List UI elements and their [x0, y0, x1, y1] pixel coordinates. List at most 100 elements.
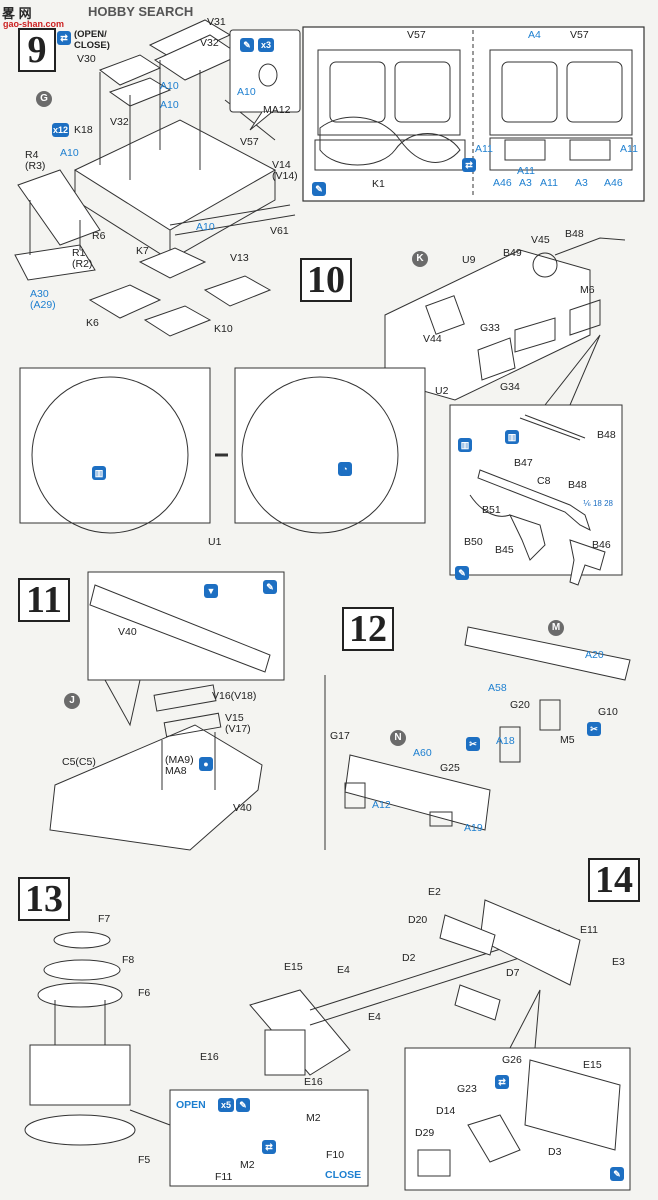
label-a10: A10 — [160, 99, 179, 111]
x5-badge: x5 — [218, 1098, 234, 1112]
label-r4: R4 (R3) — [25, 149, 46, 172]
label-a30: A30 (A29) — [30, 288, 56, 311]
cement-icon: ✎ — [455, 566, 469, 580]
label-m2: M2 — [240, 1159, 255, 1171]
label-e4: E4 — [368, 1011, 381, 1023]
label-v57: V57 — [570, 29, 589, 41]
label-e16: E16 — [200, 1051, 219, 1063]
label-d3: D3 — [548, 1146, 562, 1158]
label-v32: V32 — [110, 116, 129, 128]
label-b45: B45 — [495, 544, 514, 556]
label-a10: A10 — [196, 221, 215, 233]
label-b46: B46 — [592, 539, 611, 551]
label-ma12: MA12 — [263, 104, 291, 116]
label-e15: E15 — [583, 1059, 602, 1071]
label-g26: G26 — [502, 1054, 522, 1066]
x12-badge: x12 — [52, 123, 69, 137]
label-f8: F8 — [122, 954, 135, 966]
label-e3: E3 — [612, 956, 625, 968]
mantlet-detail-drawing — [417, 1059, 621, 1177]
label-a12: A12 — [372, 799, 391, 811]
label-d20: D20 — [408, 914, 428, 926]
cement-icon: ✎ — [312, 182, 326, 196]
label-a18: A18 — [496, 735, 515, 747]
label-d29: D29 — [415, 1127, 435, 1139]
assembly-m-badge: M — [548, 620, 564, 636]
label-v57: V57 — [240, 136, 259, 148]
label-r1: R1 (R2) — [72, 247, 93, 270]
label-g20: G20 — [510, 699, 530, 711]
label-m5: M5 — [560, 734, 575, 746]
label-a11: A11 — [540, 177, 558, 189]
label-g25: G25 — [440, 762, 460, 774]
label-v44: V44 — [423, 333, 442, 345]
remove-icon: ✂ — [587, 722, 601, 736]
label-f5: F5 — [138, 1154, 151, 1166]
label-v61: V61 — [270, 225, 289, 237]
label-u2: U2 — [435, 385, 449, 397]
label-v16: V16(V18) — [212, 690, 257, 702]
assembly-j-badge: J — [64, 693, 80, 709]
assembly-k-badge: K — [412, 251, 428, 267]
label-v13: V13 — [230, 252, 249, 264]
open-label: OPEN — [176, 1099, 206, 1111]
paint-icon: ▥ — [458, 438, 472, 452]
label-b48: B48 — [597, 429, 616, 441]
turret-ring-drawing — [24, 931, 136, 1146]
label-v30: V30 — [77, 53, 96, 65]
label-a10: A10 — [60, 147, 79, 159]
watermark-brand-cn: 畧 网 — [2, 6, 32, 21]
label-e2: E2 — [428, 886, 441, 898]
label-v45: V45 — [531, 234, 550, 246]
open-close-icon: ⇄ — [262, 1140, 276, 1154]
label-a10: A10 — [237, 86, 256, 98]
step-number-10: 10 — [300, 258, 352, 302]
assembly-n-badge: N — [390, 730, 406, 746]
step-number-14: 14 — [588, 858, 640, 902]
label-r6: R6 — [92, 230, 106, 242]
open-close-icon: ⇄ — [462, 158, 476, 172]
engine-deck-drawing — [14, 19, 296, 337]
gun-mantlet-drawing — [249, 899, 581, 1076]
label-v32: V32 — [200, 37, 219, 49]
scale-label: ⅙ 18 28 — [583, 499, 613, 508]
label-e11: E11 — [580, 924, 598, 936]
label-a11: A11 — [620, 143, 638, 155]
label-a60: A60 — [413, 747, 432, 759]
label-e15: E15 — [284, 961, 303, 973]
label-v15: V15 (V17) — [225, 712, 251, 735]
remove-icon: ✂ — [466, 737, 480, 751]
filter-icon: ▼ — [204, 584, 218, 598]
label-v40: V40 — [118, 626, 137, 638]
label-g33: G33 — [480, 322, 500, 334]
label-f6: F6 — [138, 987, 151, 999]
label-b48: B48 — [568, 479, 587, 491]
paint-icon: ▥ — [92, 466, 106, 480]
deck-plate-drawing — [49, 584, 271, 851]
label-b51: B51 — [482, 504, 501, 516]
label-k6: K6 — [86, 317, 99, 329]
label-f7: F7 — [98, 913, 111, 925]
label-a58: A58 — [488, 682, 507, 694]
label-a4: A4 — [528, 29, 541, 41]
label-d14: D14 — [436, 1105, 456, 1117]
paint-icon: ▥ — [505, 430, 519, 444]
label-a19: A19 — [464, 822, 483, 834]
label-k18: K18 — [74, 124, 93, 136]
label-a11: A11 — [517, 165, 535, 177]
label-u9: U9 — [462, 254, 476, 266]
label-d7: D7 — [506, 967, 520, 979]
watermark-site: gao-shan.com — [3, 19, 65, 29]
label-ma8: (MA9) MA8 — [165, 754, 194, 777]
label-f10: F10 — [326, 1149, 345, 1161]
open-close-icon: ⇄ — [57, 31, 71, 45]
label-v14: V14 (V14) — [272, 159, 298, 182]
x3-badge: x3 — [258, 38, 274, 52]
step-number-13: 13 — [18, 877, 70, 921]
label-a20: A20 — [585, 649, 604, 661]
label-g10: G10 — [598, 706, 618, 718]
close-label: CLOSE — [325, 1169, 362, 1181]
label-f11: F11 — [215, 1171, 233, 1183]
